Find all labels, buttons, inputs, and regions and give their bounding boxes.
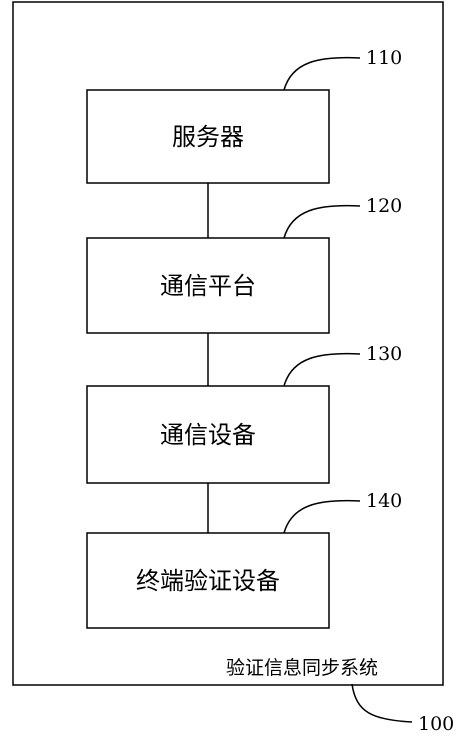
box-terminal-verify-device — [86, 532, 330, 629]
box-terminal-verify-device-label: 终端验证设备 — [136, 567, 280, 595]
box-server — [86, 89, 330, 184]
ref-label-110: 110 — [366, 47, 402, 69]
system-ref-leader — [351, 683, 413, 723]
system-frame — [12, 1, 444, 686]
box-comm-device — [86, 385, 330, 484]
system-ref-label: 100 — [418, 713, 454, 735]
box-comm-platform — [86, 237, 330, 334]
ref-leader-120 — [283, 204, 361, 239]
ref-leader-110 — [283, 56, 361, 91]
box-comm-device-label: 通信设备 — [160, 421, 256, 449]
box-comm-platform-label: 通信平台 — [160, 272, 256, 300]
ref-label-120: 120 — [366, 195, 402, 217]
system-name-label: 验证信息同步系统 — [226, 657, 378, 679]
box-server-label: 服务器 — [172, 123, 244, 151]
ref-label-140: 140 — [366, 490, 402, 512]
ref-leader-130 — [283, 352, 361, 387]
ref-leader-140 — [283, 499, 361, 534]
ref-label-130: 130 — [366, 343, 402, 365]
